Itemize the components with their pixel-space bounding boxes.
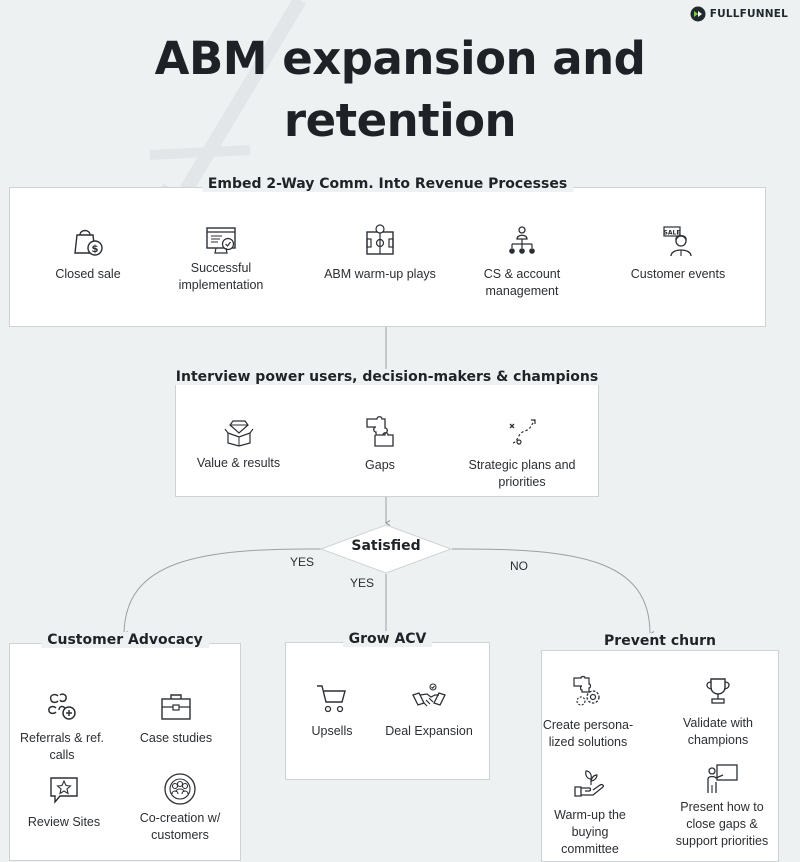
gaps-label: Gaps xyxy=(365,458,395,472)
prevent-churn-title: Prevent churn xyxy=(598,633,722,649)
grow-acv-panel: Grow ACV Upsells Deal Expansion xyxy=(285,631,490,780)
validate-champions-item: Validate with champions xyxy=(662,675,774,749)
personalized-solutions-label: Create persona-lized solutions xyxy=(542,718,634,749)
brand-logo: FULLFUNNEL xyxy=(690,6,788,22)
closed-sale-label: Closed sale xyxy=(55,267,121,281)
cart-icon xyxy=(317,685,346,713)
strategic-plans-label: Strategic plans and priorities xyxy=(468,458,576,489)
personalized-solutions-item: Create persona-lized solutions xyxy=(542,675,634,751)
customer-advocacy-title: Customer Advocacy xyxy=(41,632,209,648)
successful-implementation-item: Successful implementation xyxy=(166,224,276,294)
puzzle-icon xyxy=(366,416,394,447)
soccer-field-icon xyxy=(366,224,394,255)
case-studies-label: Case studies xyxy=(139,731,213,745)
decision-label: Satisfied xyxy=(351,538,421,554)
branch-right-label: NO xyxy=(510,559,528,573)
branch-center-label: YES xyxy=(350,576,375,590)
page-title-line-2: retention xyxy=(283,94,517,147)
sale-person-icon: SALE xyxy=(663,226,692,257)
prevent-churn-panel: Prevent churn Create persona-lized solut… xyxy=(541,633,779,862)
referrals-item: Referrals & ref. calls xyxy=(16,690,108,764)
fullfunnel-logo-icon xyxy=(690,6,706,22)
cs-account-management-label: CS & account management xyxy=(483,267,561,298)
monitor-check-icon xyxy=(206,227,236,254)
customer-advocacy-panel: Customer Advocacy Referrals & ref. calls… xyxy=(9,632,241,861)
page-title: ABM expansion and retention xyxy=(0,28,800,152)
value-results-item: Value & results xyxy=(186,415,291,472)
warmup-committee-item: Warm-up the buying committee xyxy=(542,767,638,858)
abm-warmup-item: ABM warm-up plays xyxy=(315,224,445,283)
referrals-label: Referrals & ref. calls xyxy=(19,731,105,762)
interview-title: Interview power users, decision-makers &… xyxy=(169,369,605,385)
present-gaps-item: Present how to close gaps & support prio… xyxy=(668,763,776,850)
star-chat-icon xyxy=(50,777,78,804)
successful-implementation-label: Successful implementation xyxy=(178,261,264,292)
branch-left-label: YES xyxy=(290,555,315,569)
gaps-item: Gaps xyxy=(330,415,430,474)
trophy-icon xyxy=(706,678,730,704)
revenue-processes-panel: Embed 2-Way Comm. Into Revenue Processes… xyxy=(9,176,766,327)
deal-expansion-item: Deal Expansion xyxy=(382,683,476,740)
group-circle-icon xyxy=(164,773,196,805)
hand-plant-icon xyxy=(574,770,604,797)
deal-expansion-label: Deal Expansion xyxy=(385,724,473,738)
decision-diamond xyxy=(320,524,452,574)
strategy-path-icon xyxy=(509,419,536,445)
brand-name: FULLFUNNEL xyxy=(709,8,788,20)
review-sites-item: Review Sites xyxy=(16,774,112,831)
grow-acv-title: Grow ACV xyxy=(342,631,433,647)
abm-warmup-label: ABM warm-up plays xyxy=(324,267,436,281)
people-add-icon xyxy=(48,693,76,720)
cs-account-management-item: CS & account management xyxy=(468,224,576,300)
diamond-box-icon xyxy=(224,420,253,447)
puzzle-gear-icon xyxy=(573,675,600,706)
customer-events-label: Customer events xyxy=(630,267,726,281)
briefcase-icon xyxy=(161,694,191,720)
page-title-line-1: ABM expansion and xyxy=(154,32,646,85)
presenter-icon xyxy=(707,764,738,793)
svg-text:SALE: SALE xyxy=(664,230,681,237)
closed-sale-item: $ Closed sale xyxy=(38,224,138,283)
org-chart-icon xyxy=(509,226,535,254)
present-gaps-label: Present how to close gaps & support prio… xyxy=(675,800,769,848)
warmup-committee-label: Warm-up the buying committee xyxy=(554,808,626,856)
interview-panel: Interview power users, decision-makers &… xyxy=(169,369,605,497)
revenue-processes-title: Embed 2-Way Comm. Into Revenue Processes xyxy=(201,176,574,192)
upsells-label: Upsells xyxy=(311,724,353,738)
review-sites-label: Review Sites xyxy=(27,815,101,829)
co-creation-item: Co-creation w/ customers xyxy=(128,772,232,844)
strategic-plans-item: Strategic plans and priorities xyxy=(460,415,584,491)
handshake-icon xyxy=(412,683,446,707)
upsells-item: Upsells xyxy=(296,683,368,740)
shopping-bag-dollar-icon: $ xyxy=(74,229,103,256)
customer-events-item: SALE Customer events xyxy=(618,224,738,283)
svg-text:$: $ xyxy=(92,244,99,255)
validate-champions-label: Validate with champions xyxy=(683,716,753,747)
co-creation-label: Co-creation w/ customers xyxy=(139,811,221,842)
value-results-label: Value & results xyxy=(196,456,281,470)
case-studies-item: Case studies xyxy=(128,690,224,747)
